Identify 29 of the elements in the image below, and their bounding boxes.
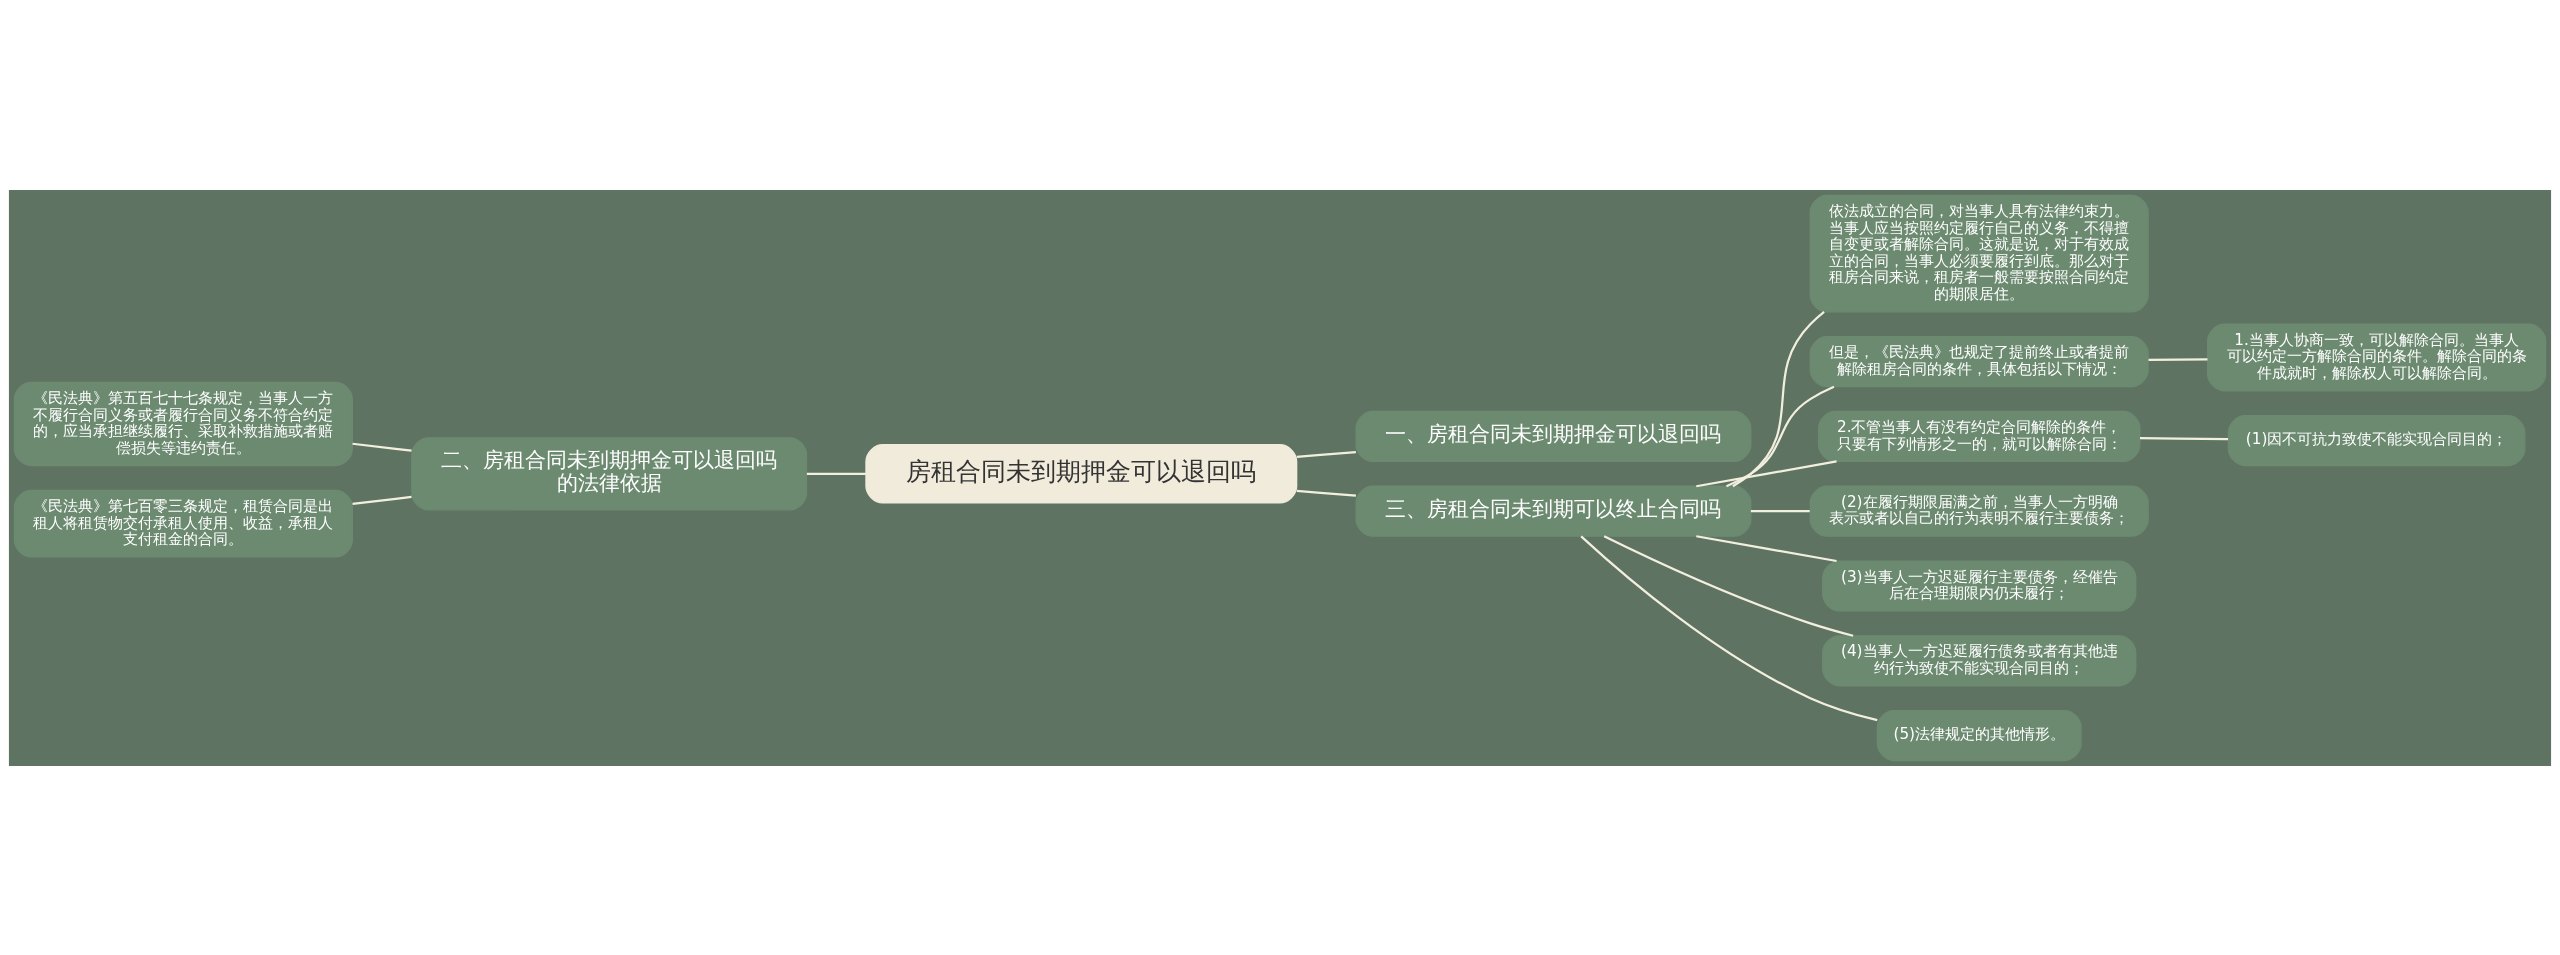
connector [806,472,866,475]
node-box: 但是，《民法典》也规定了提前终止或者提前解除租房合同的条件，具体包括以下情况： [1809,335,2149,387]
connector [1696,459,1837,487]
node-box: (5)法律规定的其他情形。 [1876,709,2082,761]
connector [2148,357,2208,361]
connector [1696,534,1837,562]
connector [1732,310,1825,487]
connector [1750,509,1810,512]
node-box: 房租合同未到期押金可以退回吗 [865,443,1298,504]
node-box: 依法成立的合同，对当事人具有法律约束力。当事人应当按照约定履行自己的义务，不得擅自变更或者解除合同。这就是说，对于有效成立的合同，当事人必须要履行到底。那么对于租房合同来说，租房者一般需要按照合同约定的期限居住。 [1809,194,2149,313]
connector [1580,535,1878,721]
connector [1726,385,1835,487]
node-box: 一、房租合同未到期押金可以退回吗 [1355,410,1752,462]
connector [1296,489,1356,497]
node-box: 《民法典》第七百零三条规定，租赁合同是出租人将租赁物交付承租人使用、收益，承租人支付租金的合同。 [13,489,353,558]
node-box: 2.不管当事人有没有约定合同解除的条件，只要有下列情形之一的，就可以解除合同： [1817,410,2141,462]
node-box: 三、房租合同未到期可以终止合同吗 [1355,485,1752,537]
node-box: 二、房租合同未到期押金可以退回吗的法律依据 [411,436,808,511]
node-box: 《民法典》第五百七十七条规定，当事人一方不履行合同义务或者履行合同义务不符合约定的，应当承担继续履行、采取补救措施或者赔偿损失等违约责任。 [13,381,353,466]
connector [1296,450,1356,458]
node-box: (1)因不可抗力致使不能实现合同目的； [2227,414,2526,466]
connector [2139,436,2229,440]
node-box: 1.当事人协商一致，可以解除合同。当事人可以约定一方解除合同的条件。解除合同的条件成就时，解除权人可以解除合同。 [2207,323,2547,391]
node-box: (3)当事人一方迟延履行主要债务，经催告后在合理期限内仍未履行； [1822,559,2137,612]
node-box: (4)当事人一方迟延履行债务或者有其他违约行为致使不能实现合同目的； [1822,634,2137,686]
node-box: (2)在履行期限届满之前，当事人一方明确表示或者以自己的行为表明不履行主要债务； [1809,485,2149,537]
connector [352,495,412,505]
connector [352,442,412,452]
connector [1603,534,1854,637]
